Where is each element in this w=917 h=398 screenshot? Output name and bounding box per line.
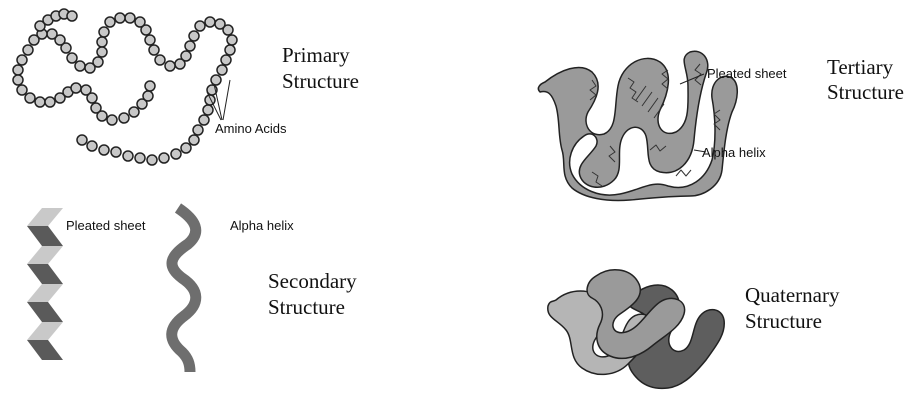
amino-acid-bead (85, 63, 95, 73)
amino-acid-bead (87, 141, 97, 151)
secondary-pleated-sheet-label: Pleated sheet (66, 218, 146, 233)
amino-acid-bead (145, 35, 155, 45)
amino-acid-bead (227, 35, 237, 45)
amino-acid-bead (99, 145, 109, 155)
amino-acid-bead (77, 135, 87, 145)
quaternary-subunits-graphic (548, 270, 724, 389)
tertiary-title-line1: Tertiary (827, 55, 893, 79)
amino-acid-bead (47, 29, 57, 39)
amino-acid-bead (205, 17, 215, 27)
amino-acid-bead (123, 151, 133, 161)
amino-acid-bead (75, 61, 85, 71)
amino-acid-bead (215, 19, 225, 29)
amino-acid-bead (17, 85, 27, 95)
tertiary-alpha-helix-label: Alpha helix (702, 145, 766, 160)
secondary-alpha-helix-label: Alpha helix (230, 218, 294, 233)
amino-acid-bead (155, 55, 165, 65)
primary-bead-chain (13, 9, 237, 165)
amino-acid-bead (111, 147, 121, 157)
amino-acid-bead (189, 31, 199, 41)
amino-acid-bead (17, 55, 27, 65)
amino-acid-bead (193, 125, 203, 135)
amino-acid-bead (45, 97, 55, 107)
amino-acid-bead (149, 45, 159, 55)
amino-acid-bead (105, 17, 115, 27)
amino-acid-bead (135, 17, 145, 27)
amino-acid-bead (25, 93, 35, 103)
amino-acid-bead (125, 13, 135, 23)
amino-acid-bead (97, 47, 107, 57)
amino-acid-bead (221, 55, 231, 65)
amino-acid-bead (147, 155, 157, 165)
amino-acid-bead (135, 153, 145, 163)
amino-acid-bead (199, 115, 209, 125)
amino-acid-bead (97, 37, 107, 47)
amino-acid-bead (181, 143, 191, 153)
amino-acid-bead (29, 35, 39, 45)
amino-acid-bead (175, 59, 185, 69)
amino-acid-bead (185, 41, 195, 51)
secondary-title-line2: Structure (268, 295, 345, 319)
quaternary-title-line1: Quaternary (745, 283, 839, 307)
amino-acid-bead (171, 149, 181, 159)
tertiary-pleated-sheet-label: Pleated sheet (707, 66, 787, 81)
amino-acid-bead (67, 53, 77, 63)
amino-acid-bead (97, 111, 107, 121)
pleated-sheet-graphic (27, 208, 63, 360)
quaternary-title-line2: Structure (745, 309, 822, 333)
amino-acid-bead (225, 45, 235, 55)
amino-acid-bead (145, 81, 155, 91)
primary-title-line2: Structure (282, 69, 359, 93)
amino-acid-bead (115, 13, 125, 23)
primary-title-line1: Primary (282, 43, 350, 67)
amino-acid-bead (13, 75, 23, 85)
amino-acid-bead (217, 65, 227, 75)
amino-acid-bead (205, 95, 215, 105)
amino-acid-bead (165, 61, 175, 71)
amino-acid-bead (13, 65, 23, 75)
amino-acid-bead (211, 75, 221, 85)
secondary-title-line1: Secondary (268, 269, 357, 293)
amino-acid-bead (129, 107, 139, 117)
amino-acid-bead (119, 113, 129, 123)
amino-acid-bead (203, 105, 213, 115)
amino-acid-bead (99, 27, 109, 37)
amino-acid-bead (143, 91, 153, 101)
amino-acid-bead (189, 135, 199, 145)
amino-acids-label: Amino Acids (215, 121, 287, 136)
amino-acid-bead (195, 21, 205, 31)
amino-acid-bead (67, 11, 77, 21)
tertiary-title-line2: Structure (827, 80, 904, 104)
amino-acid-bead (23, 45, 33, 55)
alpha-helix-graphic (172, 208, 196, 372)
amino-acid-bead (87, 93, 97, 103)
amino-acid-bead (159, 153, 169, 163)
amino-acid-bead (35, 97, 45, 107)
amino-acid-bead (71, 83, 81, 93)
amino-acid-bead (107, 115, 117, 125)
